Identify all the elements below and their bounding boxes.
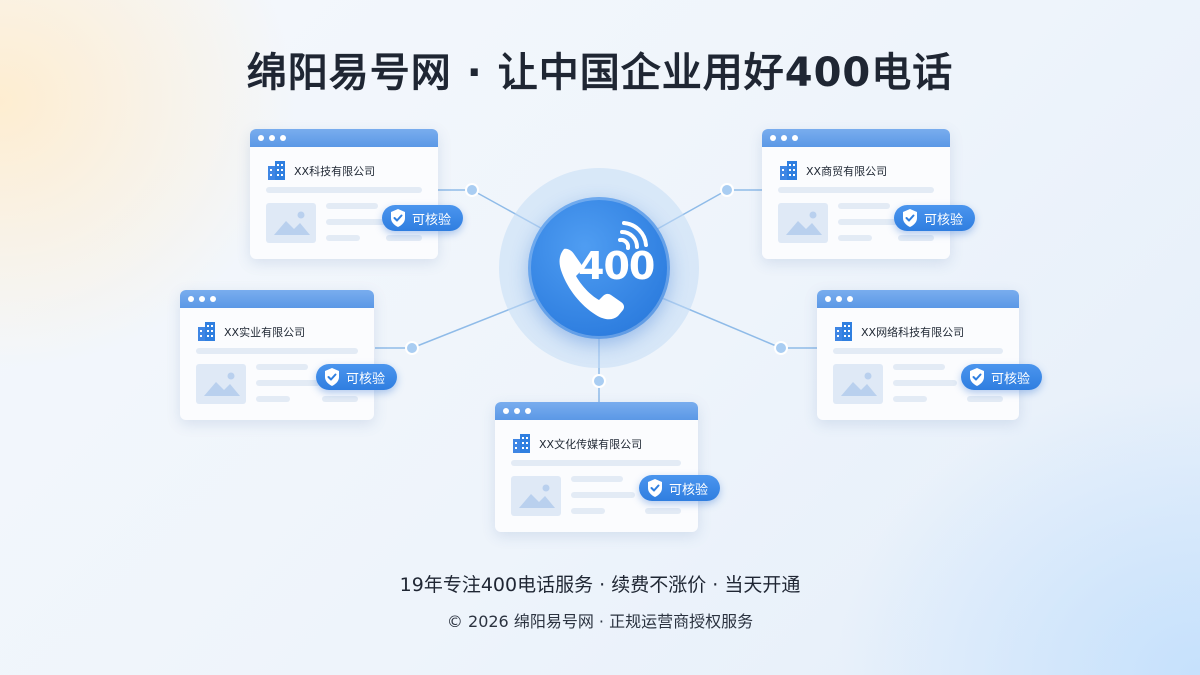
connector-node [465, 183, 479, 197]
card-title-bar [762, 129, 950, 147]
tagline: 19年专注400电话服务 · 续费不涨价 · 当天开通 [399, 574, 801, 596]
window-dot [188, 296, 194, 302]
company-name: XX科技有限公司 [294, 165, 376, 178]
card-title-bar [250, 129, 438, 147]
hub-label: 400 [578, 244, 655, 288]
hub-400: 400 [528, 197, 670, 339]
window-dot [836, 296, 842, 302]
verify-badge: 可核验 [894, 205, 976, 231]
window-dot [280, 135, 286, 141]
connector-node [720, 183, 734, 197]
window-dot [825, 296, 831, 302]
image-placeholder-icon [833, 364, 883, 404]
verify-label: 可核验 [924, 212, 964, 228]
company-card-4: XX网络科技有限公司 可核验 [817, 290, 1043, 420]
building-icon [513, 434, 530, 453]
shield-check-icon [970, 368, 984, 386]
company-card-5: XX文化传媒有限公司 可核验 [495, 402, 721, 532]
window-dot [514, 408, 520, 414]
shield-check-icon [903, 209, 917, 227]
company-card-1: XX科技有限公司 可核验 [250, 129, 464, 259]
verify-label: 可核验 [346, 371, 386, 387]
window-dot [210, 296, 216, 302]
image-placeholder-icon [196, 364, 246, 404]
card-title-bar [817, 290, 1019, 308]
building-icon [198, 322, 215, 341]
image-placeholder-icon [778, 203, 828, 243]
image-placeholder-icon [266, 203, 316, 243]
verify-badge: 可核验 [382, 205, 464, 231]
building-icon [835, 322, 852, 341]
verify-badge: 可核验 [316, 364, 398, 390]
window-dot [258, 135, 264, 141]
phone-wave-icon [559, 221, 648, 320]
window-dot [525, 408, 531, 414]
company-card-2: XX商贸有限公司 可核验 [762, 129, 976, 259]
window-dot [269, 135, 275, 141]
verify-badge: 可核验 [961, 364, 1043, 390]
building-icon [268, 161, 285, 180]
verify-label: 可核验 [669, 482, 709, 498]
verify-label: 可核验 [991, 371, 1031, 387]
shield-check-icon [391, 209, 405, 227]
window-dot [847, 296, 853, 302]
window-dot [781, 135, 787, 141]
building-icon [780, 161, 797, 180]
image-placeholder-icon [511, 476, 561, 516]
verify-label: 可核验 [412, 212, 452, 228]
window-dot [770, 135, 776, 141]
window-dot [792, 135, 798, 141]
window-dot [199, 296, 205, 302]
connector-node [592, 374, 606, 388]
shield-check-icon [648, 479, 662, 497]
shield-check-icon [325, 368, 339, 386]
copyright: © 2026 绵阳易号网 · 正规运营商授权服务 [446, 612, 754, 631]
page-title: 绵阳易号网 · 让中国企业用好400电话 [246, 50, 954, 96]
card-title-bar [180, 290, 374, 308]
connector-node [774, 341, 788, 355]
company-card-3: XX实业有限公司 可核验 [180, 290, 398, 420]
company-name: XX网络科技有限公司 [861, 326, 965, 339]
verify-badge: 可核验 [639, 475, 721, 501]
window-dot [503, 408, 509, 414]
company-name: XX商贸有限公司 [806, 165, 888, 178]
card-title-bar [495, 402, 698, 420]
company-name: XX实业有限公司 [224, 326, 306, 339]
company-name: XX文化传媒有限公司 [539, 438, 643, 451]
connector-node [405, 341, 419, 355]
